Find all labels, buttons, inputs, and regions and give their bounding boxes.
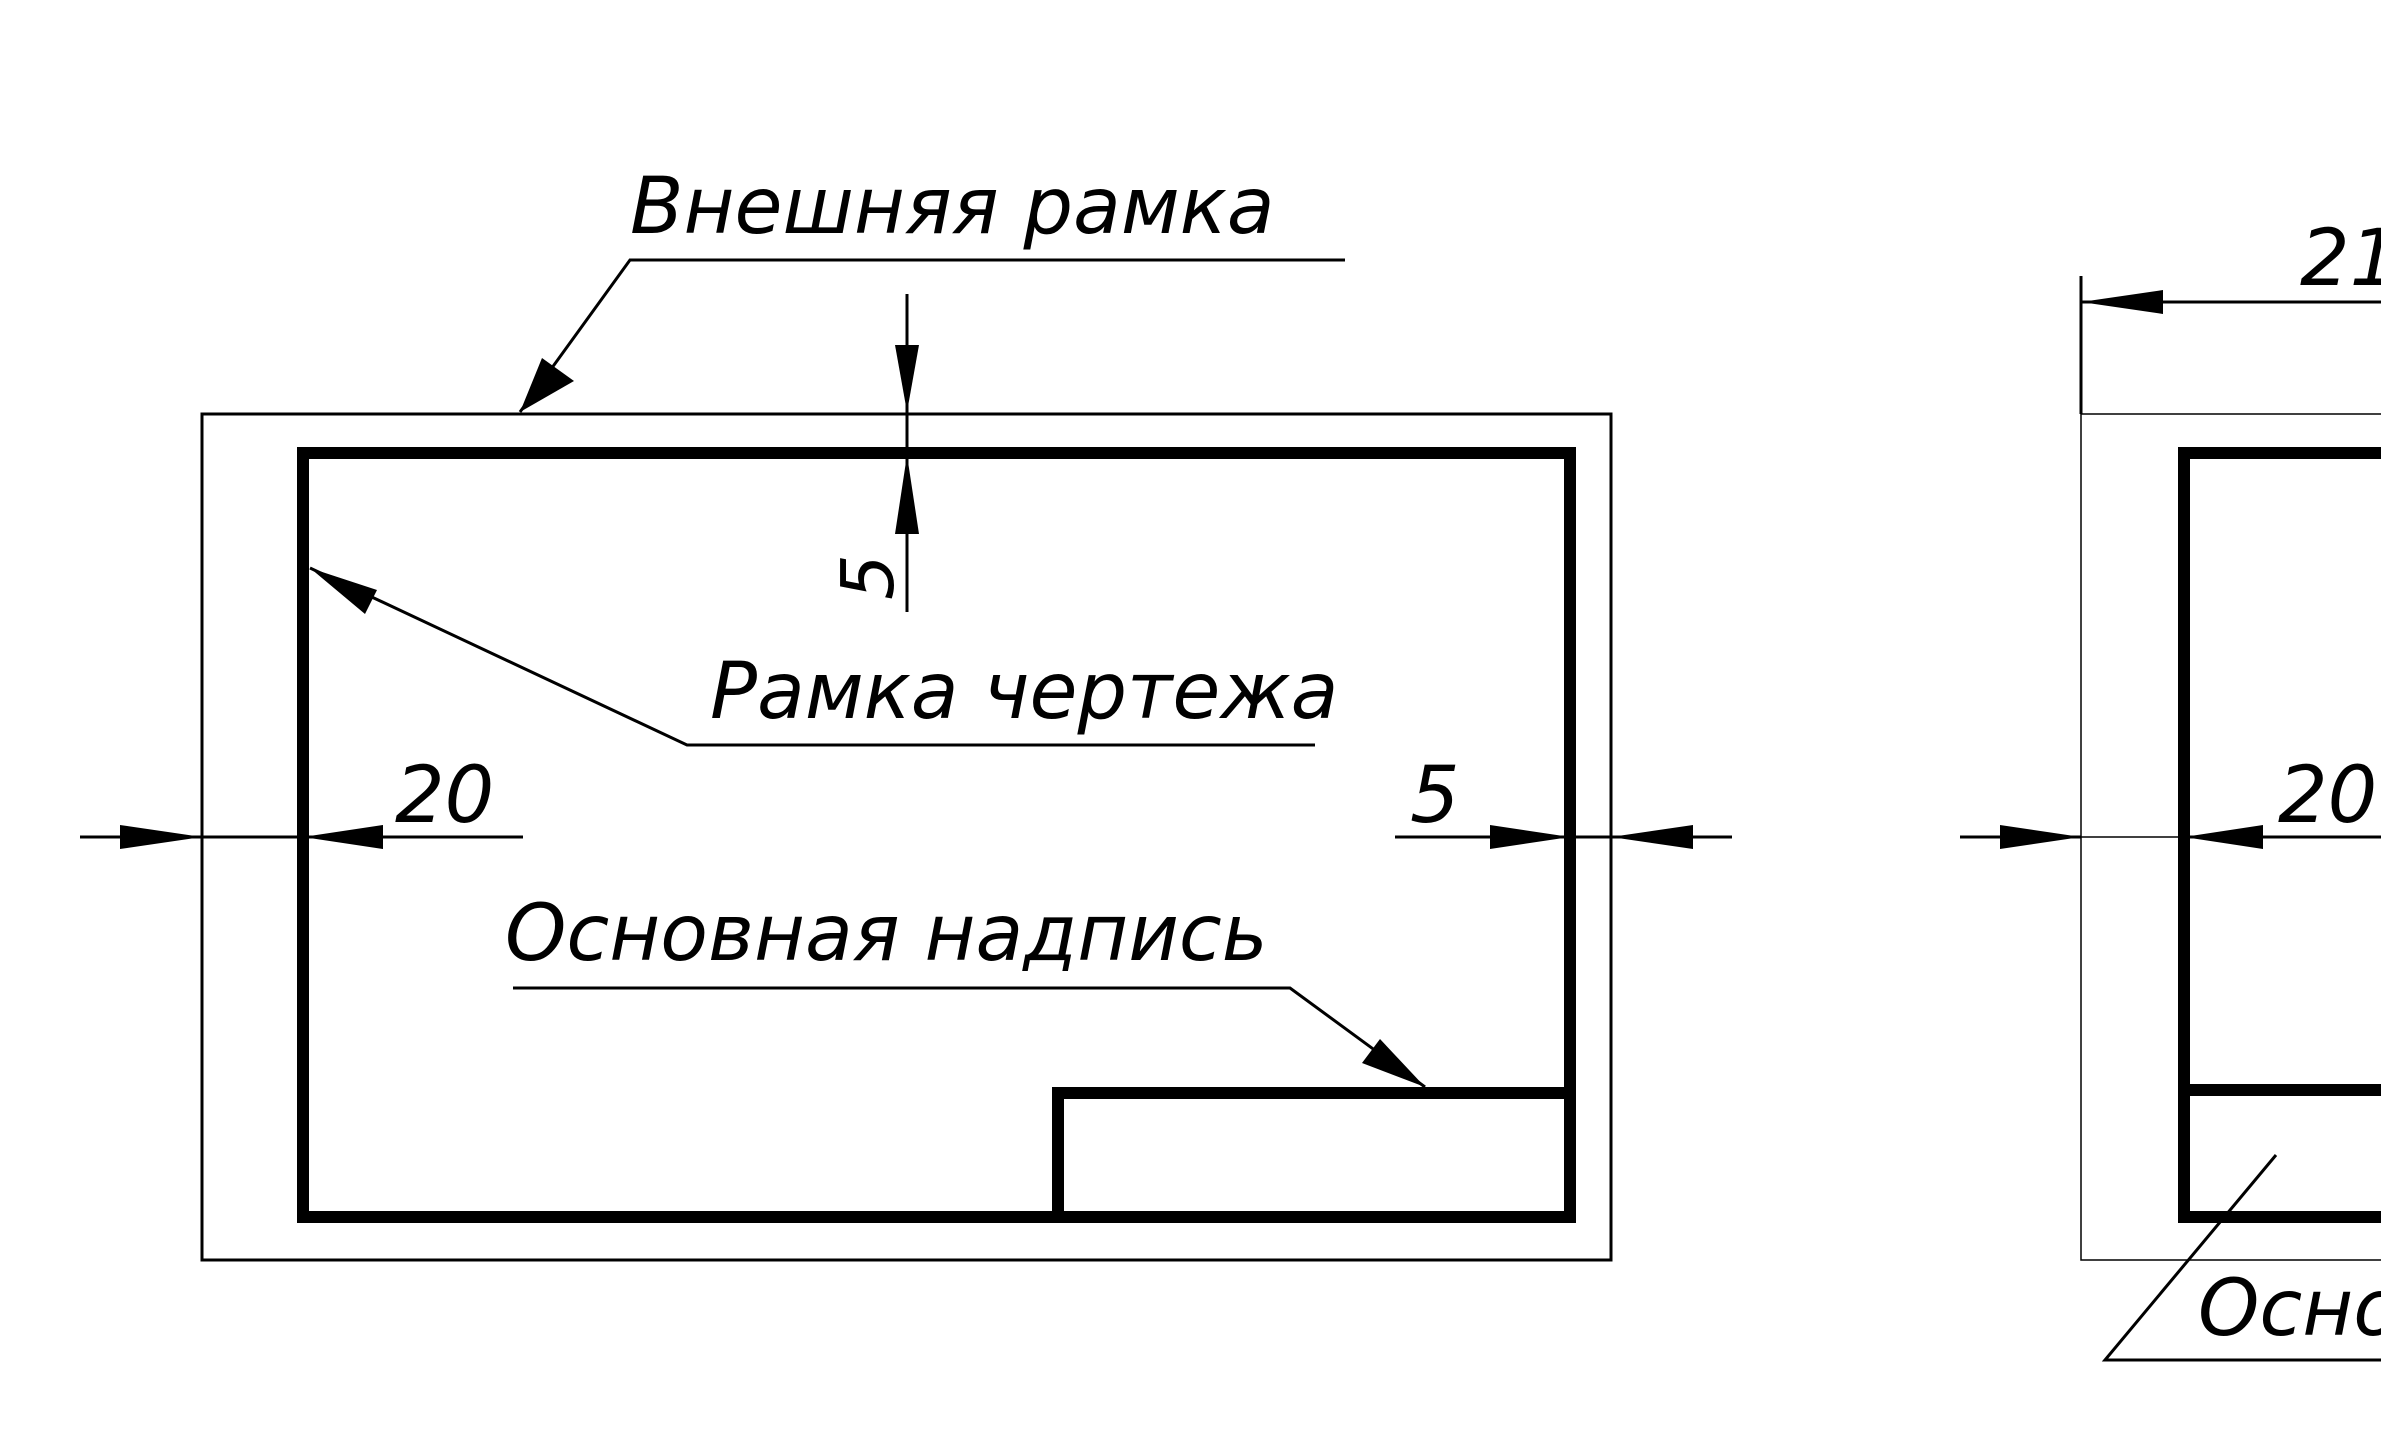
right-title-block-leader: Осно [2101,1154,2381,1362]
title-block [1052,1087,1576,1223]
title-block-label: Основная надпись [505,889,1268,979]
top-dimension-value: 5 [826,554,910,600]
right-left-dimension-value: 20 [2278,751,2377,841]
left-sheet: Внешняя рамка Рамка чертежа Основная над… [80,162,1732,1262]
right-left-dimension: 20 [1960,751,2381,849]
left-dimension: 20 [80,751,523,849]
right-top-dimension: 21 [2079,214,2381,414]
drawing-frame-label: Рамка чертежа [710,647,1338,737]
outer-frame-label: Внешняя рамка [630,162,1275,252]
title-block-leader: Основная надпись [505,889,1426,1089]
drawing-frame [297,447,1576,1223]
right-sheet: 21 20 Осно [1960,214,2381,1362]
right-drawing-frame [2178,447,2381,1223]
left-dimension-value: 20 [395,751,494,841]
right-title-block-label: Осно [2198,1264,2381,1354]
right-top-dimension-value: 21 [2300,214,2381,304]
drawing-frame-leader: Рамка чертежа [309,566,1338,747]
right-dimension: 5 [1395,751,1732,849]
outer-frame-leader: Внешняя рамка [518,162,1345,413]
right-dimension-value: 5 [1410,751,1460,841]
top-dimension: 5 [826,294,919,612]
